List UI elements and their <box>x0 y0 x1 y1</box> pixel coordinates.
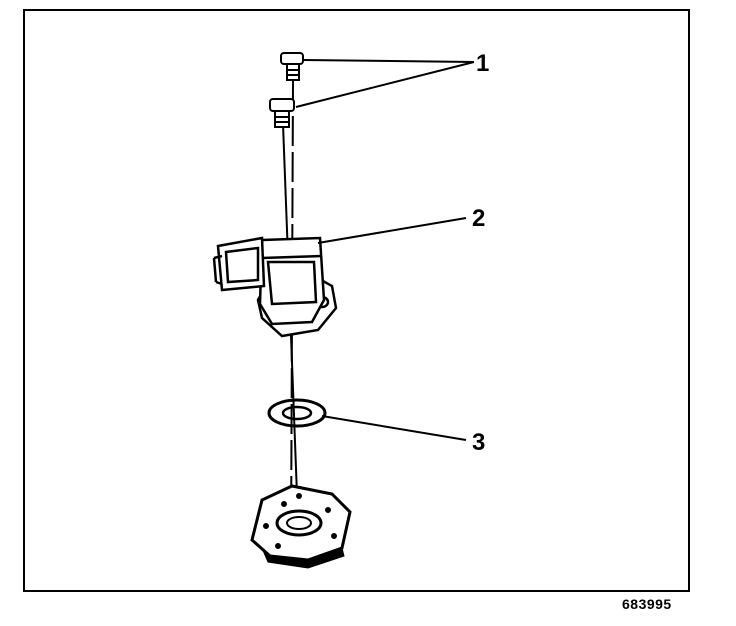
o-ring-seal <box>267 398 327 428</box>
leader-lines <box>295 59 475 441</box>
bolt-upper <box>280 52 304 81</box>
callout-3: 3 <box>472 429 485 456</box>
diagram-frame <box>23 9 690 592</box>
figure-id: 683995 <box>622 596 672 612</box>
bolt-lower <box>269 98 295 128</box>
callout-1: 1 <box>476 50 489 77</box>
callout-2: 2 <box>472 205 485 232</box>
mounting-base <box>250 484 352 569</box>
sensor-assembly <box>212 236 338 338</box>
